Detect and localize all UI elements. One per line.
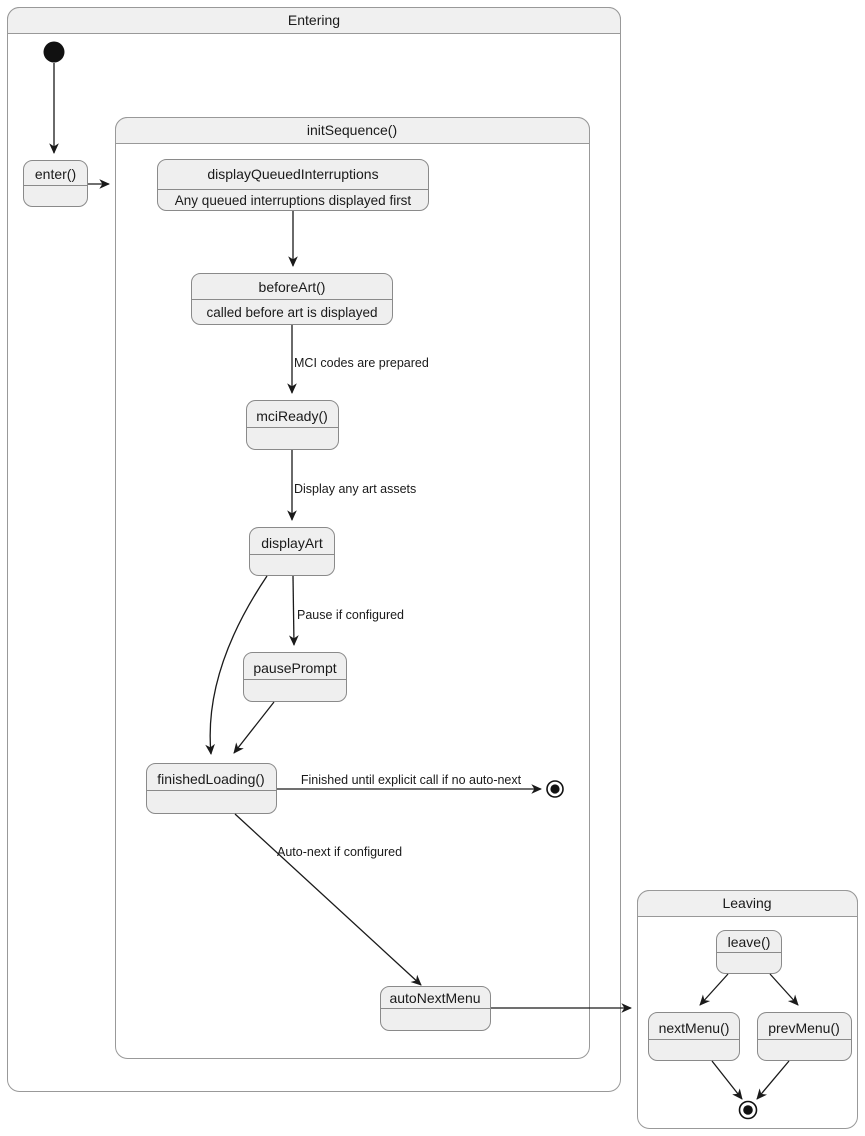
state-next-menu-box [648, 1012, 740, 1061]
state-pause-prompt-box [243, 652, 347, 702]
state-next-menu[interactable]: nextMenu() [648, 1012, 740, 1061]
leaving-header-band [637, 890, 858, 917]
initial-state-dot[interactable] [43, 41, 65, 63]
state-display-art[interactable]: displayArt [249, 527, 335, 576]
entering-title: Entering [288, 12, 340, 28]
final-state-entering-dot [550, 784, 560, 794]
edge-next-menu-to-final [711, 1060, 743, 1100]
state-display-queued-interruptions-box [157, 159, 429, 211]
init-sequence-title: initSequence() [307, 122, 397, 138]
edge-leave-to-prev-menu [769, 973, 799, 1006]
state-prev-menu-title: prevMenu() [768, 1020, 840, 1036]
state-finished-loading[interactable]: finishedLoading() [146, 763, 277, 814]
state-mci-ready[interactable]: mciReady() [246, 400, 339, 450]
edge-leave-to-next-menu [699, 973, 729, 1006]
state-auto-next-menu-title: autoNextMenu [389, 990, 480, 1006]
state-display-queued-interruptions-title: displayQueuedInterruptions [207, 166, 378, 182]
leaving-title: Leaving [722, 895, 771, 911]
state-enter[interactable]: enter() [23, 160, 88, 207]
state-prev-menu[interactable]: prevMenu() [757, 1012, 852, 1061]
edge-prev-menu-to-final [756, 1060, 790, 1100]
state-mci-ready-title: mciReady() [256, 408, 328, 424]
edge-label-mci-codes: MCI codes are prepared [294, 356, 429, 370]
edge-label-finished-until-explicit: Finished until explicit call if no auto-… [301, 773, 522, 787]
final-state-leaving-dot [743, 1105, 753, 1115]
state-before-art[interactable]: beforeArt() called before art is display… [191, 273, 393, 325]
edge-label-pause-if-configured: Pause if configured [297, 608, 404, 622]
entering-header-band [7, 7, 621, 34]
state-before-art-body: called before art is displayed [206, 305, 377, 320]
edge-display-art-to-pause-prompt [288, 575, 299, 646]
edge-label-display-art-assets: Display any art assets [294, 482, 416, 496]
edge-pause-prompt-to-finished-loading [233, 701, 275, 754]
state-auto-next-menu[interactable]: autoNextMenu [380, 986, 491, 1031]
composite-state-leaving[interactable]: Leaving [637, 890, 858, 1129]
state-pause-prompt-title: pausePrompt [253, 660, 336, 676]
state-pause-prompt[interactable]: pausePrompt [243, 652, 347, 702]
state-leave[interactable]: leave() [716, 930, 782, 974]
init-sequence-frame [115, 117, 590, 1059]
state-next-menu-title: nextMenu() [659, 1020, 730, 1036]
state-display-queued-interruptions[interactable]: displayQueuedInterruptions Any queued in… [157, 159, 429, 211]
state-finished-loading-title: finishedLoading() [157, 771, 264, 787]
edge-display-art-to-finished-loading [205, 575, 268, 755]
state-display-art-title: displayArt [261, 535, 323, 551]
state-prev-menu-box [757, 1012, 852, 1061]
state-finished-loading-box [146, 763, 277, 814]
state-leave-title: leave() [728, 934, 771, 950]
state-mci-ready-box [246, 400, 339, 450]
composite-state-init-sequence[interactable]: initSequence() [115, 117, 590, 1059]
state-display-art-box [249, 527, 335, 576]
leaving-frame [637, 890, 858, 1129]
edge-label-auto-next-if-configured: Auto-next if configured [277, 845, 402, 859]
edge-finished-loading-to-auto-next-menu [234, 813, 422, 986]
state-enter-box [23, 160, 88, 207]
state-display-queued-interruptions-body: Any queued interruptions displayed first [175, 193, 412, 208]
init-sequence-header-band [115, 117, 590, 144]
state-before-art-title: beforeArt() [259, 279, 326, 295]
state-enter-title: enter() [35, 166, 76, 182]
